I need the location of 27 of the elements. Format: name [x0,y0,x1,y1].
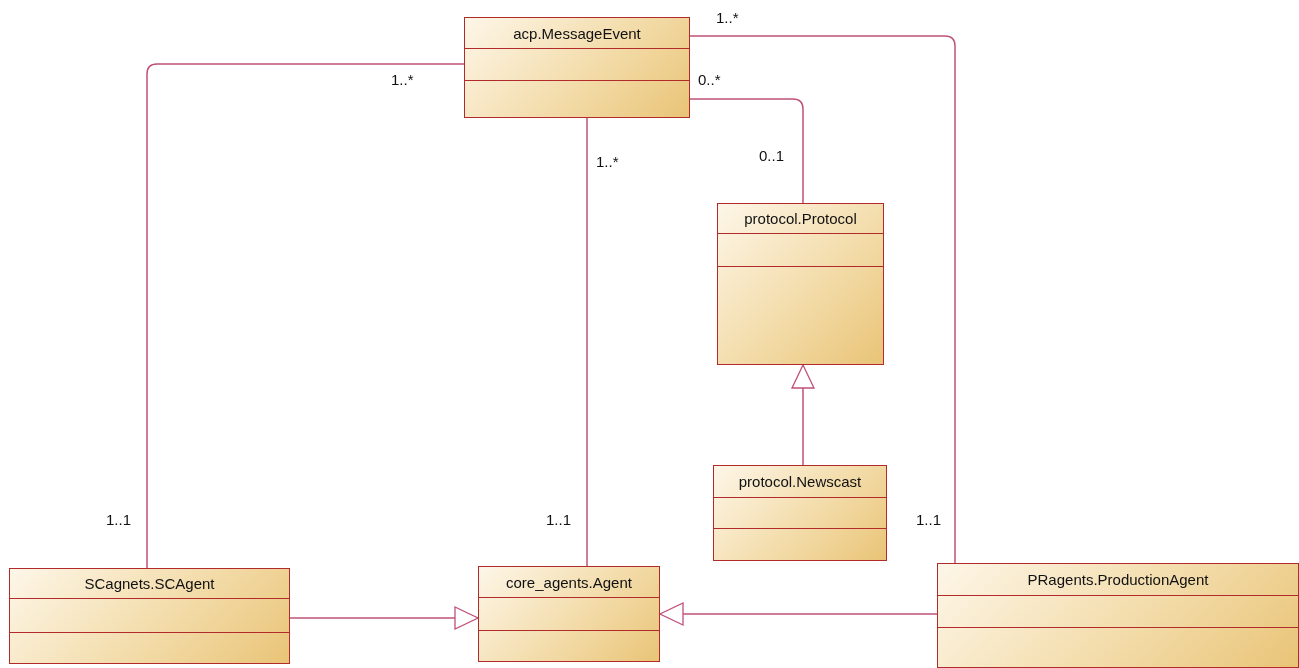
multiplicity-label: 1..* [391,72,414,87]
multiplicity-label: 0..* [698,72,721,87]
class-name: acp.MessageEvent [513,25,641,41]
multiplicity-label: 1..* [596,154,619,169]
association-line [146,63,465,569]
class-name: protocol.Protocol [744,211,857,226]
class-box [717,203,884,365]
generalization-arrow [791,364,815,466]
class-box [713,465,887,561]
class-name: protocol.Newscast [738,474,862,489]
generalization-arrow [289,606,479,630]
multiplicity-label: 0..1 [759,148,785,163]
class-name: core_agents.Agent [506,574,632,590]
multiplicity-label: 1..1 [546,512,572,527]
class-name: SCagnets.SCAgent [84,576,215,591]
generalization-arrow [659,602,938,626]
class-name: PRagents.ProductionAgent [1027,572,1209,587]
association-line [689,35,956,564]
class-box [9,568,290,664]
association-line [586,117,588,567]
multiplicity-label: 1..* [716,10,739,25]
class-box [464,17,690,118]
multiplicity-label: 1..1 [916,512,942,527]
multiplicity-label: 1..1 [106,512,132,527]
class-box [937,563,1299,668]
class-box [478,566,660,662]
association-line [689,98,804,204]
